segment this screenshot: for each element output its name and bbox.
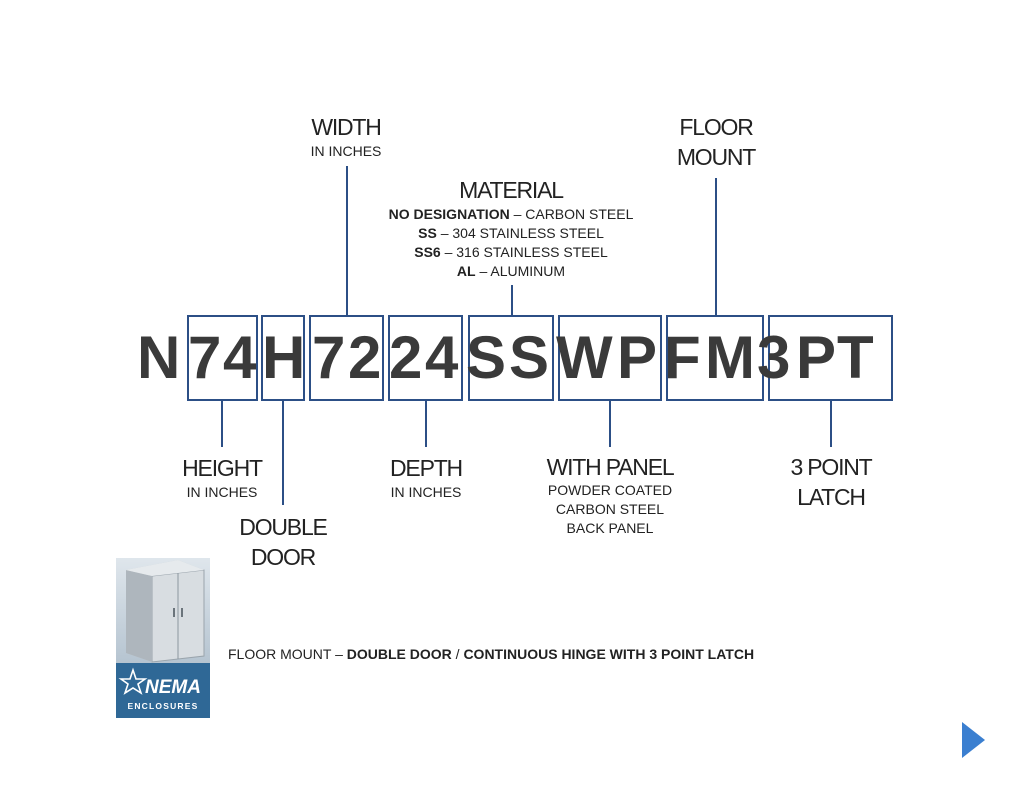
depth-box (388, 315, 463, 401)
material-box (468, 315, 554, 401)
latch-connector (830, 401, 832, 447)
part-char: F (664, 324, 703, 391)
part-char: 4 (425, 324, 461, 391)
floor-mount-heading-line1: FLOOR (679, 114, 753, 140)
material-option-1: NO DESIGNATION – CARBON STEEL (388, 206, 634, 222)
latch-box (768, 315, 893, 401)
latch-heading-line1: 3 POINT (790, 454, 872, 480)
part-char: H (262, 324, 308, 391)
nema-logo-mark: NEMA ENCLOSURES (118, 667, 201, 711)
star-icon (118, 667, 148, 695)
part-char: S (466, 324, 509, 391)
width-unit: IN INCHES (310, 143, 382, 159)
logo-sub: ENCLOSURES (127, 701, 198, 711)
depth-unit: IN INCHES (390, 484, 462, 500)
caption: FLOOR MOUNT – DOUBLE DOOR / CONTINUOUS H… (228, 646, 755, 662)
height-unit: IN INCHES (186, 484, 258, 500)
part-char: 2 (348, 324, 384, 391)
with-panel-desc-2: CARBON STEEL (555, 501, 665, 517)
height-connector (221, 401, 223, 447)
with-panel-desc-3: BACK PANEL (566, 520, 654, 536)
part-char: 7 (188, 324, 224, 391)
depth-heading: DEPTH (390, 455, 463, 481)
double-door-box (261, 315, 305, 401)
with-panel-connector (609, 401, 611, 447)
height-box (187, 315, 258, 401)
with-panel-box (558, 315, 662, 401)
height-heading: HEIGHT (182, 455, 263, 481)
play-triangle-icon[interactable] (960, 720, 986, 760)
width-box (309, 315, 384, 401)
part-char: P (796, 324, 839, 391)
material-connector (511, 285, 513, 315)
latch-heading-line2: LATCH (797, 484, 866, 510)
material-option-2: SS – 304 STAINLESS STEEL (418, 225, 604, 241)
double-door-connector (282, 401, 284, 505)
with-panel-heading: WITH PANEL (546, 454, 675, 480)
depth-connector (425, 401, 427, 447)
width-connector (346, 166, 348, 315)
material-heading: MATERIAL (459, 177, 564, 203)
part-char: 2 (389, 324, 425, 391)
part-char: 4 (223, 324, 259, 391)
part-char: N (137, 324, 183, 391)
width-heading: WIDTH (311, 114, 382, 140)
part-char: P (617, 324, 660, 391)
with-panel-desc-1: POWDER COATED (547, 482, 673, 498)
part-char: M (705, 324, 757, 391)
nema-logo: NEMA ENCLOSURES (116, 663, 210, 718)
material-option-3: SS6 – 316 STAINLESS STEEL (414, 244, 608, 260)
material-option-4: AL – ALUMINUM (456, 263, 566, 279)
floor-mount-heading-line2: MOUNT (676, 144, 757, 170)
double-door-heading-line1: DOUBLE (239, 514, 328, 540)
part-char: 7 (312, 324, 348, 391)
part-char: 3 (757, 324, 793, 391)
floor-mount-box (666, 315, 764, 401)
part-char: S (509, 324, 552, 391)
floor-mount-connector (715, 178, 717, 315)
double-door-heading-line2: DOOR (250, 544, 316, 570)
part-char: W (556, 324, 615, 391)
part-char: T (837, 324, 876, 391)
logo-name: NEMA (145, 677, 201, 698)
enclosure-illustration (126, 560, 205, 663)
